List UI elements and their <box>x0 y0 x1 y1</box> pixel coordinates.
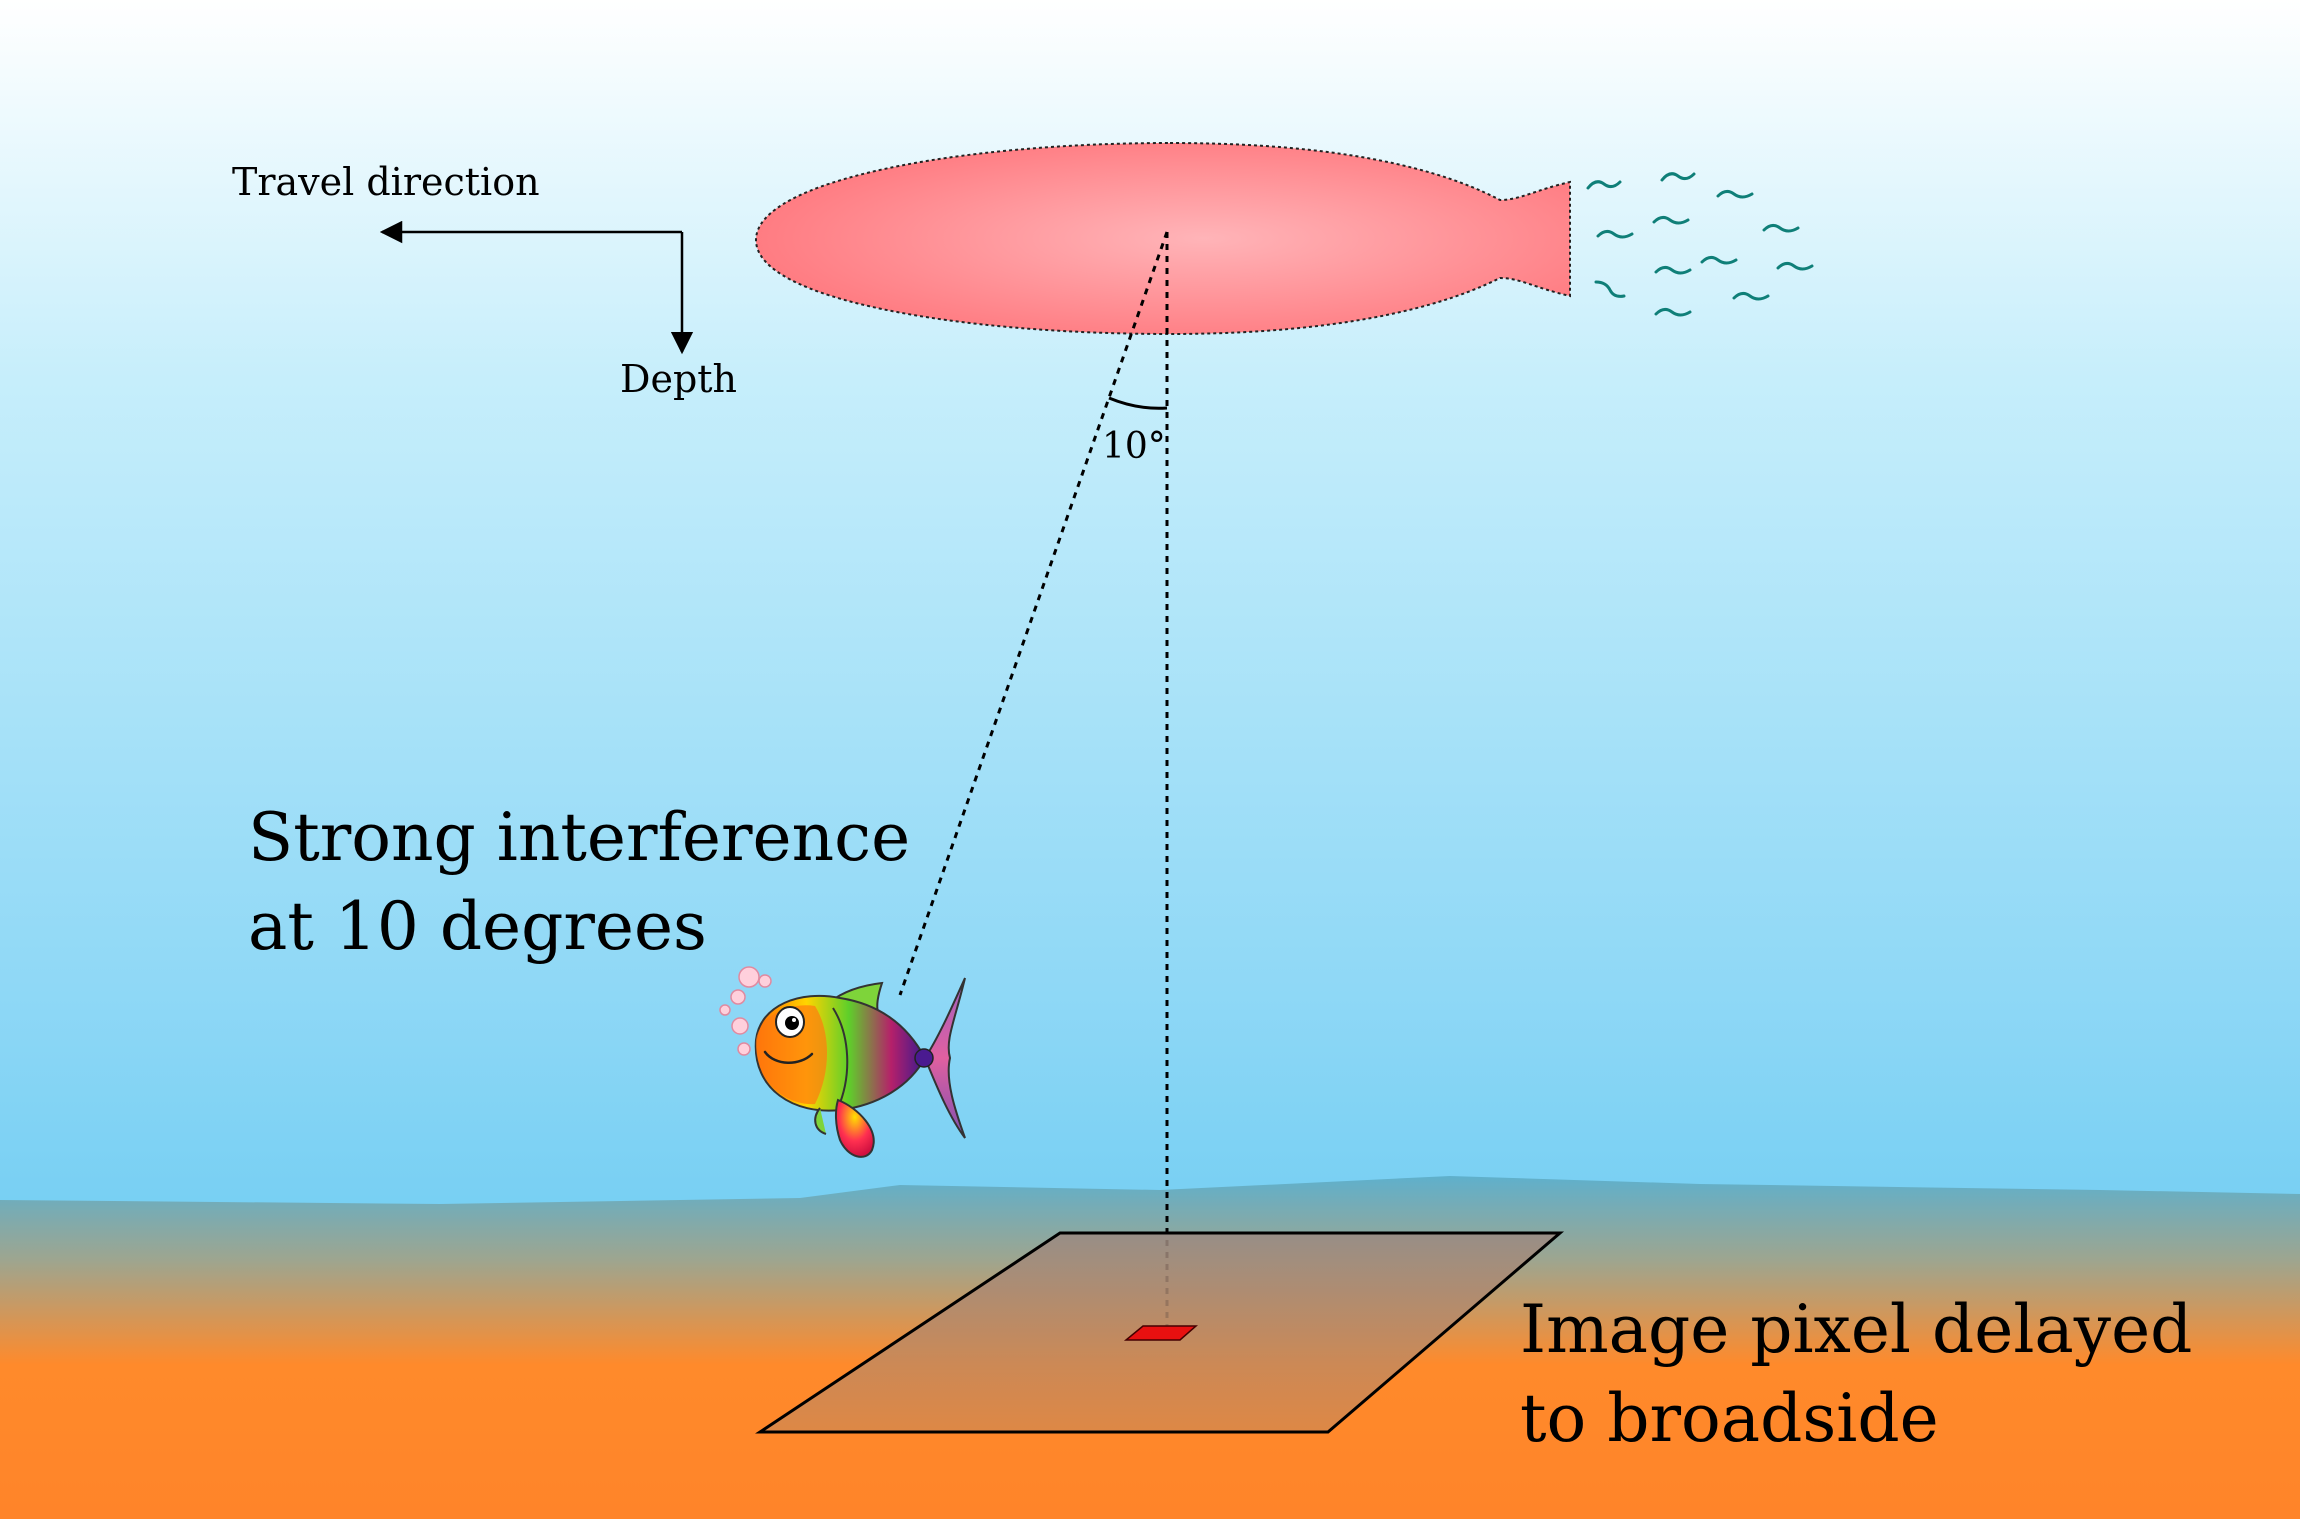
depth-label: Depth <box>620 357 737 401</box>
angle-label: 10° <box>1102 426 1166 467</box>
travel-direction-label: Travel direction <box>232 160 540 204</box>
pixel-label-line1: Image pixel delayed <box>1520 1291 2192 1368</box>
underwater-vehicle-icon <box>754 141 1571 336</box>
bubbles-icon <box>719 966 772 1056</box>
interference-beam <box>898 231 1169 996</box>
angle-arc <box>1108 396 1168 410</box>
interference-label: Strong interference at 10 degrees <box>248 799 931 965</box>
beam-lines <box>898 231 1169 1326</box>
interference-label-line2: at 10 degrees <box>248 888 707 965</box>
interference-label-line1: Strong interference <box>248 799 910 876</box>
fish-icon <box>754 977 966 1158</box>
wake-icon <box>1586 172 1814 317</box>
axis-indicator <box>379 220 694 355</box>
pixel-label-line2: to broadside <box>1520 1380 1939 1457</box>
image-pixel <box>1123 1325 1198 1341</box>
pixel-label: Image pixel delayed to broadside <box>1520 1291 2213 1457</box>
